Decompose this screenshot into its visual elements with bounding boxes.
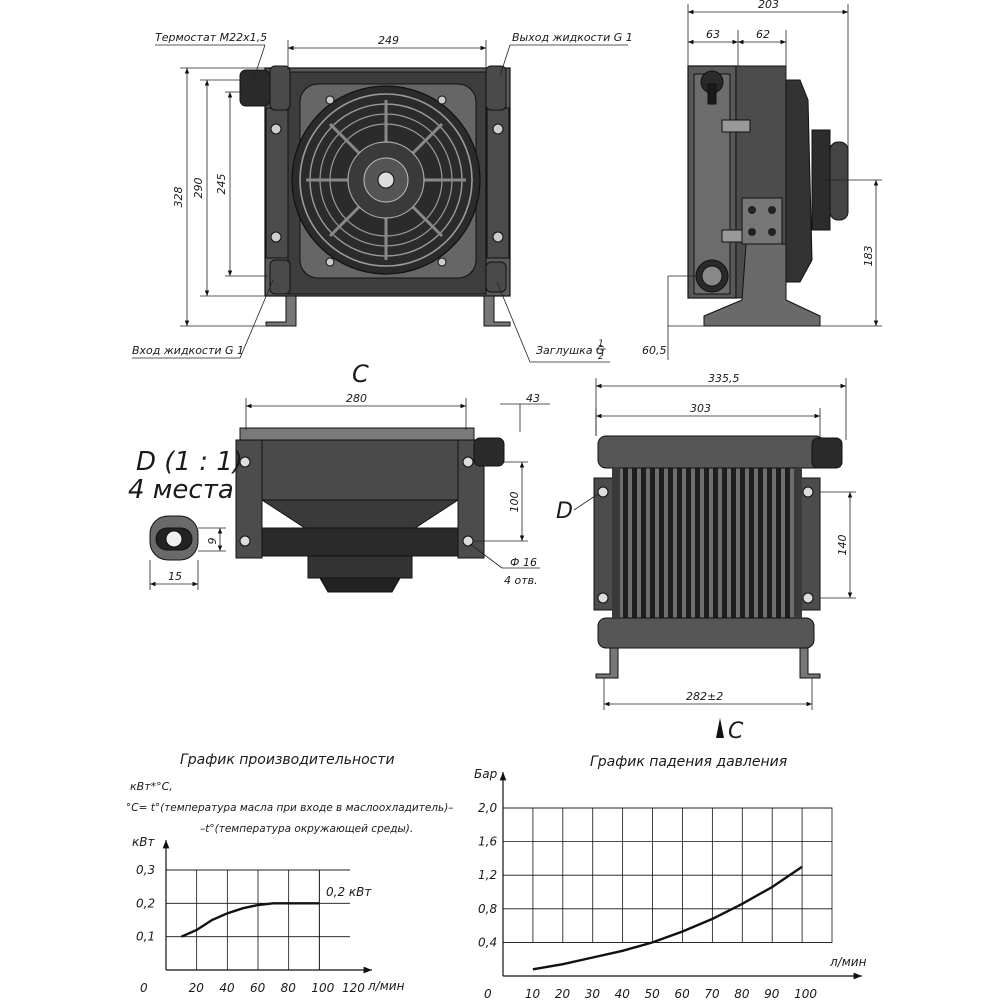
pressure-x-tick: 90 xyxy=(764,987,780,1000)
performance-series-line xyxy=(180,902,320,938)
pressure-y-tick: 0,4 xyxy=(478,935,497,949)
performance-y-tick: 0,3 xyxy=(136,863,155,877)
performance-x-tick: 60 xyxy=(250,981,266,995)
dim-62: 62 xyxy=(756,28,770,41)
performance-chart-title: График производительности xyxy=(180,752,395,768)
pressure-x-tick: 50 xyxy=(645,987,661,1000)
pressure-y-label: Бар xyxy=(474,767,498,781)
performance-origin-label: 0 xyxy=(140,981,148,995)
pressure-x-tick: 80 xyxy=(734,987,750,1000)
performance-x-tick: 80 xyxy=(281,981,297,995)
dim-183: 183 xyxy=(862,246,875,267)
dim-249: 249 xyxy=(378,34,399,47)
view-c-top-label: C xyxy=(352,360,369,388)
pressure-x-tick: 40 xyxy=(615,987,631,1000)
performance-x-tick: 40 xyxy=(219,981,235,995)
dim-282: 282±2 xyxy=(686,690,723,703)
detail-d-title: D (1 : 1) xyxy=(136,447,243,477)
performance-y-tick: 0,2 xyxy=(136,896,155,910)
pressure-x-label: л/мин xyxy=(829,955,867,969)
dim-9: 9 xyxy=(206,538,219,545)
dim-280: 280 xyxy=(346,392,367,405)
pressure-y-tick: 1,2 xyxy=(478,868,497,882)
pressure-series-line xyxy=(532,865,803,971)
pressure-y-tick: 0,8 xyxy=(478,902,497,916)
pressure-x-tick: 10 xyxy=(525,987,541,1000)
pressure-x-tick: 100 xyxy=(794,987,817,1000)
performance-note-line1: °C= t°(температура масла при входе в мас… xyxy=(126,802,454,814)
pressure-x-tick: 30 xyxy=(585,987,601,1000)
plug-fraction-den: 2 xyxy=(598,352,604,362)
top-view-dimensions: 280 43 100 Ф 16 4 отв. xyxy=(245,392,550,587)
performance-x-tick: 120 xyxy=(342,981,365,995)
performance-x-tick: 20 xyxy=(189,981,205,995)
pressure-chart-title: График падения давления xyxy=(590,754,787,770)
front-view-dimensions: 249 328 290 245 Термостат M22x1,5 Выход … xyxy=(132,31,633,363)
rear-view xyxy=(593,435,843,679)
top-view xyxy=(235,427,505,593)
dim-245: 245 xyxy=(215,174,228,195)
pressure-y-tick: 2,0 xyxy=(478,801,497,815)
front-view xyxy=(239,65,511,327)
view-c-bottom-label: C xyxy=(728,719,744,744)
dim-328: 328 xyxy=(172,187,185,208)
side-view-dimensions: 203 63 62 183 60,5 xyxy=(642,0,882,360)
detail-d-count: 4 места xyxy=(128,475,234,505)
pressure-x-tick: 70 xyxy=(704,987,720,1000)
pressure-drop-chart: График падения давления Бар л/мин 0 10 20… xyxy=(474,754,867,1000)
performance-y-tick: 0,1 xyxy=(136,930,155,944)
side-view xyxy=(687,65,849,327)
dim-43: 43 xyxy=(526,392,540,405)
thermostat-label: Термостат M22x1,5 xyxy=(155,31,267,44)
pressure-origin-label: 0 xyxy=(484,987,492,1000)
inlet-label: Вход жидкости G 1 xyxy=(132,344,244,357)
performance-x-tick: 100 xyxy=(311,981,334,995)
plug-fraction-num: 1 xyxy=(598,339,604,349)
dim-100: 100 xyxy=(508,492,521,513)
plug-label: Заглушка G xyxy=(536,344,605,357)
pressure-y-tick: 1,6 xyxy=(478,835,497,849)
detail-d-marker: D xyxy=(556,499,573,524)
dim-3355: 335,5 xyxy=(708,372,740,385)
performance-annotation: 0,2 кВт xyxy=(326,885,372,899)
pressure-x-tick: 60 xyxy=(674,987,690,1000)
hole-diameter-label: Ф 16 xyxy=(510,556,537,569)
rear-view-dimensions: 335,5 303 140 282±2 D C xyxy=(556,372,856,744)
performance-note-line2: –t°(температура окружающей среды). xyxy=(200,823,413,835)
performance-x-label: л/мин xyxy=(367,979,405,993)
hole-count-label: 4 отв. xyxy=(504,574,538,587)
dim-303: 303 xyxy=(690,402,711,415)
performance-chart: График производительности кВт*°C, °C= t°… xyxy=(126,752,454,995)
dim-203: 203 xyxy=(758,0,779,11)
dim-605: 60,5 xyxy=(642,344,667,357)
performance-y-label: кВт xyxy=(132,835,155,849)
dim-140: 140 xyxy=(836,535,849,556)
dim-15: 15 xyxy=(168,570,182,583)
dim-290: 290 xyxy=(192,178,205,199)
dim-63: 63 xyxy=(706,28,720,41)
detail-d: D (1 : 1) 4 места 9 15 xyxy=(128,447,243,590)
outlet-label: Выход жидкости G 1 xyxy=(512,31,633,44)
performance-unit-note: кВт*°C, xyxy=(130,780,173,793)
pressure-x-tick: 20 xyxy=(555,987,571,1000)
